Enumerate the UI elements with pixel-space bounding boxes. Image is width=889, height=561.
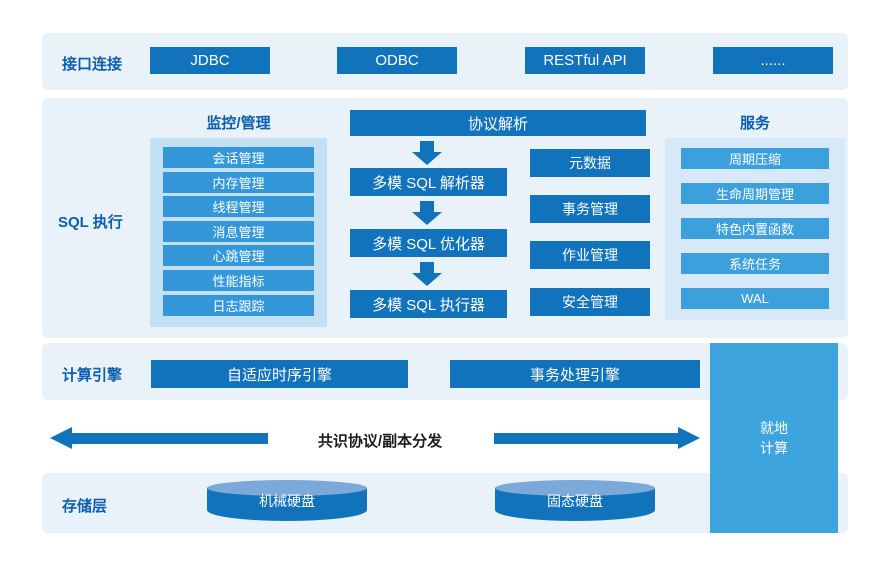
cylinder-top xyxy=(207,480,367,496)
compute-layer-label: 计算引擎 xyxy=(62,367,123,384)
arrow-left-icon xyxy=(50,427,72,449)
service-system-tasks: 系统任务 xyxy=(681,253,829,274)
disk-hdd-cylinder: 机械硬盘 xyxy=(207,480,367,522)
arrow-down-icon xyxy=(412,262,442,286)
mgmt-transaction: 事务管理 xyxy=(530,195,650,223)
inplace-compute-line1: 就地 xyxy=(760,420,788,436)
arrow-right-icon xyxy=(678,427,700,449)
inplace-compute-line2: 计算 xyxy=(760,440,788,456)
disk-hdd-label: 机械硬盘 xyxy=(259,493,315,509)
service-lifecycle-management: 生命周期管理 xyxy=(681,183,829,204)
stage-sql-optimizer: 多模 SQL 优化器 xyxy=(350,229,507,257)
service-cycle-compression: 周期压缩 xyxy=(681,148,829,169)
monitor-item-memory: 内存管理 xyxy=(163,172,314,193)
pipeline-header-protocol-parsing: 协议解析 xyxy=(350,110,646,136)
arrow-right-shaft xyxy=(494,433,678,444)
sql-layer-label: SQL 执行 xyxy=(58,214,123,231)
cylinder-top xyxy=(495,480,655,496)
arrow-down-icon xyxy=(412,141,442,165)
arrow-down-icon xyxy=(412,201,442,225)
mgmt-job: 作业管理 xyxy=(530,241,650,269)
mgmt-metadata: 元数据 xyxy=(530,149,650,177)
monitor-item-thread: 线程管理 xyxy=(163,196,314,217)
arrow-left-shaft xyxy=(71,433,268,444)
monitor-item-heartbeat: 心跳管理 xyxy=(163,245,314,266)
disk-ssd-label: 固态硬盘 xyxy=(547,493,603,509)
engine-transaction-processing: 事务处理引擎 xyxy=(450,360,700,388)
service-builtin-functions: 特色内置函数 xyxy=(681,218,829,239)
stage-sql-parser: 多模 SQL 解析器 xyxy=(350,168,507,196)
monitor-item-session: 会话管理 xyxy=(163,147,314,168)
stage-sql-executor: 多模 SQL 执行器 xyxy=(350,290,507,318)
connector-restful-api: RESTful API xyxy=(525,47,645,74)
service-wal: WAL xyxy=(681,288,829,309)
connector-odbc: ODBC xyxy=(337,47,457,74)
engine-adaptive-timeseries: 自适应时序引擎 xyxy=(151,360,408,388)
monitor-item-performance: 性能指标 xyxy=(163,270,314,291)
interface-layer-label: 接口连接 xyxy=(62,56,123,73)
storage-layer-label: 存储层 xyxy=(62,498,108,515)
services-title: 服务 xyxy=(739,115,770,132)
connector-more: ...... xyxy=(713,47,833,74)
connector-jdbc: JDBC xyxy=(150,47,270,74)
monitor-title: 监控/管理 xyxy=(206,115,271,132)
mgmt-security: 安全管理 xyxy=(530,288,650,316)
monitor-item-message: 消息管理 xyxy=(163,221,314,242)
consensus-label: 共识协议/副本分发 xyxy=(317,433,443,450)
inplace-compute-box: 就地 计算 xyxy=(710,343,838,533)
disk-ssd-cylinder: 固态硬盘 xyxy=(495,480,655,522)
monitor-item-log-trace: 日志跟踪 xyxy=(163,295,314,316)
